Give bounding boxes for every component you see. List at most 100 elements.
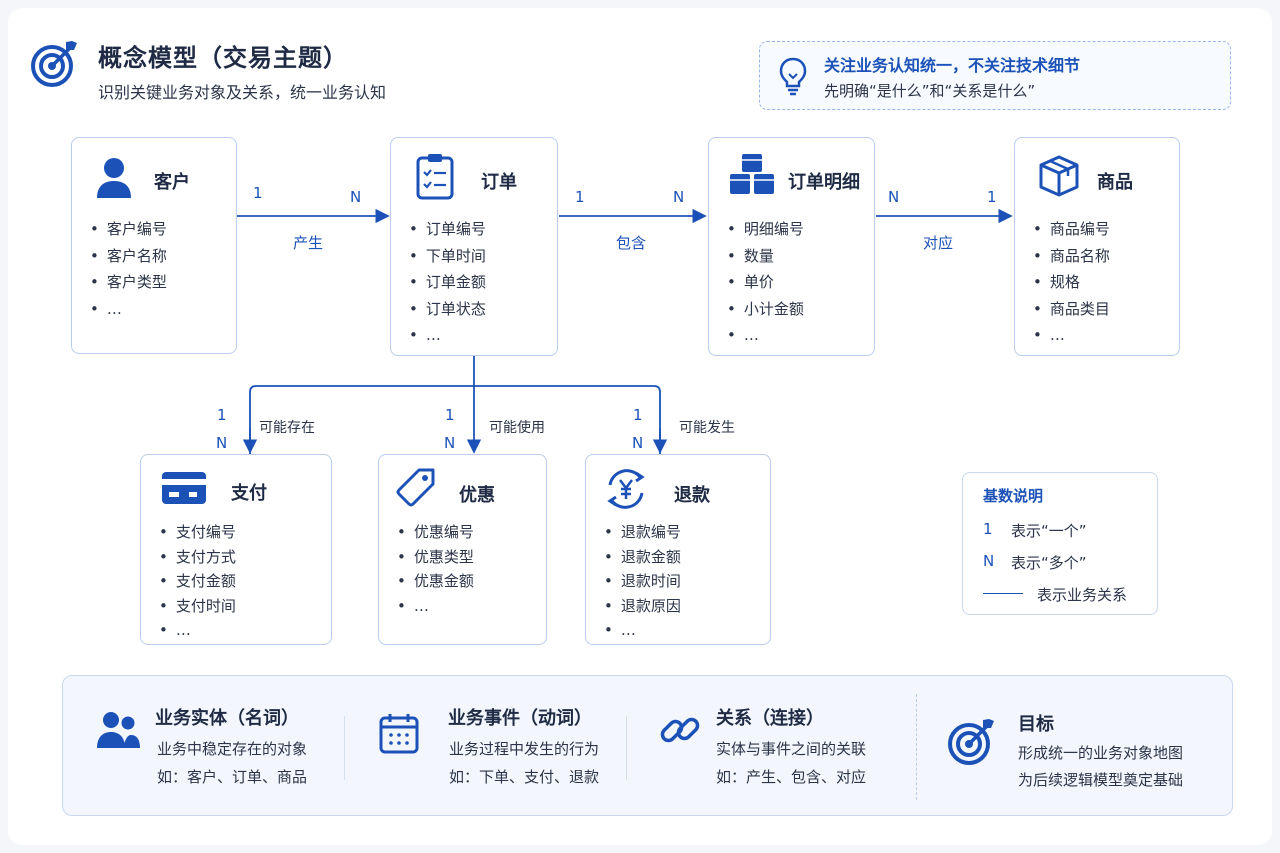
summary-relation-line2: 如：产生、包含、对应 xyxy=(716,768,867,786)
target-icon xyxy=(31,41,77,87)
field-item: 商品名称 xyxy=(1033,243,1110,270)
cardinality-label: 1 xyxy=(217,406,227,424)
field-item: 下单时间 xyxy=(409,243,486,270)
cardinality-label: 1 xyxy=(987,188,997,206)
field-item: 客户类型 xyxy=(90,269,167,296)
field-list: 明细编号 数量 单价 小计金额 … xyxy=(727,216,804,349)
field-item: 数量 xyxy=(727,243,804,270)
summary-relation-line1: 实体与事件之间的关联 xyxy=(716,740,867,758)
entity-title: 订单明细 xyxy=(788,172,860,193)
field-item: 订单金额 xyxy=(409,269,486,296)
relation-label: 可能发生 xyxy=(679,420,735,436)
legend-line-swatch xyxy=(983,593,1023,594)
cardinality-label: N xyxy=(350,188,362,206)
divider xyxy=(626,716,627,780)
cardinality-label: 1 xyxy=(253,184,263,202)
summary-goal-line1: 形成统一的业务对象地图 xyxy=(1018,744,1184,762)
field-item: 商品编号 xyxy=(1033,216,1110,243)
field-item: 支付方式 xyxy=(159,545,236,570)
relation-label: 可能存在 xyxy=(259,420,315,436)
legend-title: 基数说明 xyxy=(983,487,1044,505)
entity-title: 客户 xyxy=(154,172,190,193)
field-item: … xyxy=(409,322,486,349)
cardinality-label: 1 xyxy=(575,188,585,206)
field-list: 退款编号 退款金额 退款时间 退款原因 … xyxy=(604,520,681,643)
entity-customer[interactable]: 客户 客户编号 客户名称 客户类型 … xyxy=(71,137,237,354)
credit-card-icon xyxy=(162,472,206,504)
summary-entity-title: 业务实体（名词） xyxy=(155,708,299,729)
person-icon xyxy=(97,158,131,198)
field-item: 客户名称 xyxy=(90,243,167,270)
field-item: 规格 xyxy=(1033,269,1110,296)
cardinality-label: N xyxy=(216,434,228,452)
summary-goal-title: 目标 xyxy=(1018,714,1054,735)
entity-title: 支付 xyxy=(231,483,267,504)
tag-icon xyxy=(396,468,435,507)
field-item: 优惠金额 xyxy=(397,569,474,594)
field-list: 支付编号 支付方式 支付金额 支付时间 … xyxy=(159,520,236,643)
field-item: 退款金额 xyxy=(604,545,681,570)
legend-key-many: N xyxy=(983,552,995,570)
relation-label: 对应 xyxy=(923,234,954,252)
field-list: 订单编号 下单时间 订单金额 订单状态 … xyxy=(409,216,486,349)
page: 概念模型（交易主题） 识别关键业务对象及关系，统一业务认知 关注业务认知统一，不… xyxy=(8,8,1272,845)
calendar-icon xyxy=(379,714,419,754)
principle-note: 关注业务认知统一，不关注技术细节 先明确“是什么”和“关系是什么” xyxy=(759,41,1231,110)
field-item: 支付金额 xyxy=(159,569,236,594)
entity-product[interactable]: 商品 商品编号 商品名称 规格 商品类目 … xyxy=(1014,137,1180,356)
clipboard-icon xyxy=(416,154,454,200)
page-subtitle: 识别关键业务对象及关系，统一业务认知 xyxy=(98,83,387,102)
note-body: 先明确“是什么”和“关系是什么” xyxy=(824,82,1036,100)
cardinality-label: N xyxy=(673,188,685,206)
divider xyxy=(916,694,917,800)
refund-yen-icon xyxy=(607,469,645,509)
entity-payment[interactable]: 支付 支付编号 支付方式 支付金额 支付时间 … xyxy=(140,454,332,645)
package-icon xyxy=(1039,155,1079,197)
field-item: 单价 xyxy=(727,269,804,296)
field-item: 优惠类型 xyxy=(397,545,474,570)
field-item: … xyxy=(397,594,474,619)
field-item: … xyxy=(727,322,804,349)
field-list: 商品编号 商品名称 规格 商品类目 … xyxy=(1033,216,1110,349)
entity-title: 商品 xyxy=(1097,172,1133,193)
field-item: 退款编号 xyxy=(604,520,681,545)
field-item: 商品类目 xyxy=(1033,296,1110,323)
cardinality-label: 1 xyxy=(633,406,643,424)
field-item: 退款时间 xyxy=(604,569,681,594)
divider xyxy=(344,716,345,780)
note-title: 关注业务认知统一，不关注技术细节 xyxy=(824,56,1081,75)
field-item: 订单状态 xyxy=(409,296,486,323)
field-item: 订单编号 xyxy=(409,216,486,243)
legend-text-many: 表示“多个” xyxy=(1011,554,1087,572)
relation-label: 包含 xyxy=(616,234,647,252)
summary-entity-line2: 如：客户、订单、商品 xyxy=(157,768,308,786)
legend-text-one: 表示“一个” xyxy=(1011,522,1087,540)
cardinality-legend: 基数说明 1 表示“一个” N 表示“多个” 表示业务关系 xyxy=(962,472,1158,615)
entity-title: 优惠 xyxy=(459,485,495,506)
goal-target-icon xyxy=(948,719,994,765)
entity-refund[interactable]: 退款 退款编号 退款金额 退款时间 退款原因 … xyxy=(585,454,771,645)
line-order-branches xyxy=(249,385,661,454)
field-item: 退款原因 xyxy=(604,594,681,619)
summary-event-title: 业务事件（动词） xyxy=(448,708,592,729)
field-item: 小计金额 xyxy=(727,296,804,323)
cardinality-label: N xyxy=(632,434,644,452)
entity-order[interactable]: 订单 订单编号 下单时间 订单金额 订单状态 … xyxy=(390,137,558,356)
lightbulb-icon xyxy=(779,57,807,96)
entity-title: 退款 xyxy=(674,485,710,506)
field-item: 支付时间 xyxy=(159,594,236,619)
users-icon xyxy=(97,712,140,748)
relation-label: 可能使用 xyxy=(489,420,545,436)
legend-key-one: 1 xyxy=(983,520,993,538)
field-item: 支付编号 xyxy=(159,520,236,545)
entity-discount[interactable]: 优惠 优惠编号 优惠类型 优惠金额 … xyxy=(378,454,547,645)
cardinality-label: 1 xyxy=(445,406,455,424)
field-item: … xyxy=(159,618,236,643)
field-list: 客户编号 客户名称 客户类型 … xyxy=(90,216,167,322)
entity-title: 订单 xyxy=(481,172,517,193)
summary-entity-line1: 业务中稳定存在的对象 xyxy=(157,740,308,758)
field-item: 优惠编号 xyxy=(397,520,474,545)
entity-order-detail[interactable]: 订单明细 明细编号 数量 单价 小计金额 … xyxy=(708,137,875,356)
summary-relation-title: 关系（连接） xyxy=(716,708,824,729)
link-icon xyxy=(660,717,700,743)
